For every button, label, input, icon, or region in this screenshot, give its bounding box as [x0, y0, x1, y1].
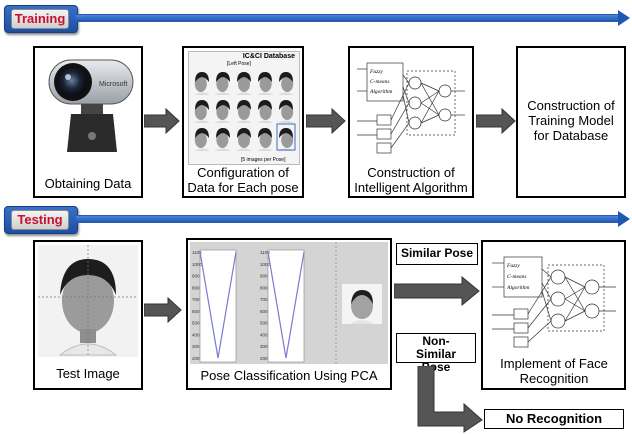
pca-plot: 1100 1100 1000 1000 900 900 800 800 700 700 600 600… — [190, 242, 388, 364]
pca-tick-label: 300 — [260, 344, 268, 349]
algo-text-3: Algorithm — [369, 89, 392, 95]
training-timeline-arrowhead — [618, 10, 630, 26]
database-bottom-label: [5 images per Pose] — [241, 157, 286, 163]
selected-thumbnail-highlight — [276, 123, 296, 151]
face-thumbnail — [236, 128, 252, 151]
pca-tick-label: 600 — [260, 309, 268, 314]
testing-timeline-bar — [76, 215, 618, 223]
pca-tick-label: 900 — [260, 274, 268, 279]
database-title: IC&CI Database — [242, 53, 295, 60]
database-panel: IC&CI Database [Left Pose] [5 images per… — [188, 51, 300, 165]
pca-tick-label: 1100 — [192, 250, 202, 255]
configuration-data-box: IC&CI Database [Left Pose] [5 images per… — [182, 46, 304, 198]
training-label: Training — [11, 9, 69, 29]
pca-tick-label: 700 — [192, 297, 200, 302]
face-thumbnail — [278, 100, 294, 123]
face-recognition-box: Fuzzy C-means Algorithm Implement of Fac… — [481, 240, 626, 390]
svg-text:Microsoft: Microsoft — [99, 81, 127, 88]
algo-text-2: C-means — [370, 79, 390, 85]
arrow-1-icon — [144, 108, 180, 134]
pca-tick-label: 500 — [260, 321, 268, 326]
pca-tick-label: 800 — [260, 285, 268, 290]
intelligent-algorithm-box: Fuzzy C-means Algorithm Construction of … — [348, 46, 474, 198]
pca-tick-label: 700 — [260, 297, 268, 302]
face-thumbnail — [194, 128, 210, 151]
face-thumbnail — [215, 100, 231, 123]
pca-tick-label: 900 — [192, 274, 200, 279]
intelligent-algorithm-caption: Construction of Intelligent Algorithm — [354, 165, 468, 195]
pca-tick-label: 300 — [192, 344, 200, 349]
training-model-box: Construction of Training Model for Datab… — [516, 46, 626, 198]
face-thumbnail — [257, 72, 273, 95]
testing-label: Testing — [11, 210, 69, 230]
non-similar-pose-label: Non-Similar Pose — [396, 333, 476, 374]
pca-box: 1100 1100 1000 1000 900 900 800 800 700 700 600 600… — [186, 238, 392, 390]
pca-tick-label: 400 — [192, 332, 200, 337]
arrow-2-icon — [306, 108, 346, 134]
pca-tick-label: 800 — [192, 285, 200, 290]
face-thumbnail — [257, 128, 273, 151]
face-thumbnail — [194, 72, 210, 95]
test-image-caption: Test Image — [56, 366, 120, 381]
obtaining-data-caption: Obtaining Data — [44, 176, 132, 191]
face-thumbnail — [278, 72, 294, 95]
training-timeline-bar — [76, 14, 618, 22]
arrow-4-icon — [144, 297, 182, 323]
recog-algo-text-2: C-means — [507, 274, 527, 280]
pca-tick-label: 200 — [260, 356, 268, 361]
pca-caption: Pose Classification Using PCA — [200, 368, 378, 383]
face-thumbnail — [236, 100, 252, 123]
no-recognition-label: No Recognition — [484, 409, 624, 429]
training-model-caption: Construction of Training Model for Datab… — [527, 98, 615, 143]
face-recognition-caption: Implement of Face Recognition — [500, 356, 608, 386]
pca-tick-label: 1100 — [260, 250, 270, 255]
pca-tick-label: 500 — [192, 321, 200, 326]
face-thumbnail — [236, 72, 252, 95]
face-thumbnail — [278, 128, 294, 151]
training-banner: Training — [4, 5, 78, 33]
similar-pose-label: Similar Pose — [396, 243, 478, 265]
test-image-box: Test Image — [33, 240, 143, 390]
no-recognition-arrow-icon — [417, 366, 483, 433]
pca-tick-label: 200 — [192, 356, 200, 361]
arrow-3-icon — [476, 108, 516, 134]
face-grid — [192, 68, 296, 152]
recog-algo-text-3: Algorithm — [506, 285, 529, 291]
face-thumbnail — [257, 100, 273, 123]
pca-tick-label: 1000 — [260, 262, 271, 267]
recognition-network-diagram: Fuzzy C-means Algorithm — [492, 256, 616, 348]
network-diagram: Fuzzy C-means Algorithm — [357, 62, 465, 154]
pca-tick-label: 400 — [260, 332, 268, 337]
algo-text-1: Fuzzy — [369, 69, 383, 75]
face-thumbnail — [215, 128, 231, 151]
obtaining-data-box: Microsoft Obtaining Data — [33, 46, 143, 198]
testing-timeline-arrowhead — [618, 211, 630, 227]
configuration-data-caption: Configuration of Data for Each pose — [187, 165, 299, 195]
database-top-label: [Left Pose] — [227, 61, 251, 67]
webcam-icon: Microsoft — [48, 59, 134, 152]
face-thumbnail — [194, 100, 210, 123]
recog-algo-text-1: Fuzzy — [506, 263, 520, 269]
pca-tick-label: 600 — [192, 309, 200, 314]
pca-tick-label: 1000 — [192, 262, 203, 267]
test-face-image — [38, 245, 138, 357]
face-thumbnail — [215, 72, 231, 95]
similar-pose-arrow-icon — [394, 276, 480, 306]
testing-banner: Testing — [4, 206, 78, 234]
